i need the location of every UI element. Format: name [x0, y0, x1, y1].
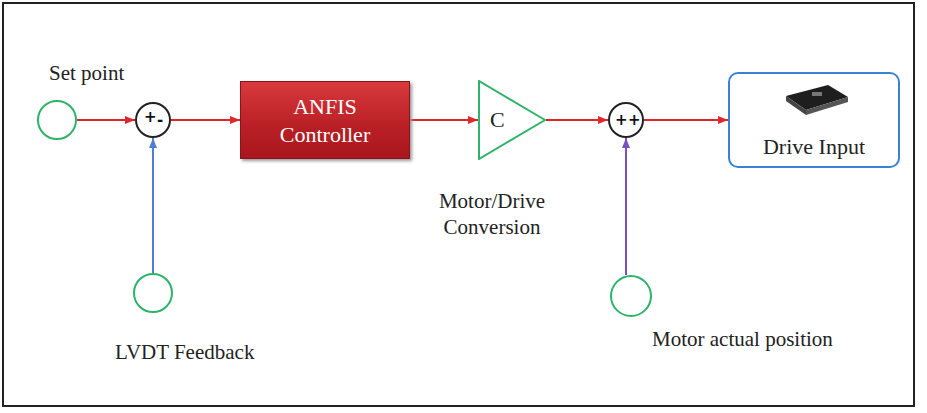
position-circle: Motor actual position [610, 275, 652, 317]
minus-sign: - [157, 113, 163, 128]
gain-label: C [490, 106, 505, 134]
controller-label: ANFIS Controller [241, 93, 409, 148]
signal-arrow [410, 119, 478, 121]
signal-arrow [625, 138, 627, 275]
plus-sign: + [628, 113, 641, 128]
plus-sign: + [144, 110, 157, 125]
setpoint-circle: Set point [37, 100, 77, 140]
plus-sign: + [615, 113, 628, 128]
feedback-label: LVDT Feedback [115, 339, 254, 365]
triangle-outline [478, 80, 546, 160]
conversion-label: Motor/Drive Conversion [407, 188, 577, 241]
signal-arrow [152, 138, 154, 273]
signal-arrow [546, 119, 608, 121]
drive-box: Drive Input [728, 72, 900, 168]
position-label: Motor actual position [652, 326, 833, 352]
signal-arrow [171, 119, 240, 121]
drive-label: Drive Input [730, 133, 898, 161]
drive-icon [782, 82, 852, 118]
summing-junction: ++ [608, 102, 644, 138]
signal-arrow [644, 119, 728, 121]
controller-box: ANFIS Controller [240, 81, 410, 159]
summing-junction: +- [135, 102, 171, 138]
gain-triangle: CMotor/Drive Conversion [478, 80, 546, 160]
setpoint-label: Set point [49, 60, 124, 86]
signal-arrow [77, 119, 135, 121]
feedback-circle: LVDT Feedback [133, 273, 173, 313]
